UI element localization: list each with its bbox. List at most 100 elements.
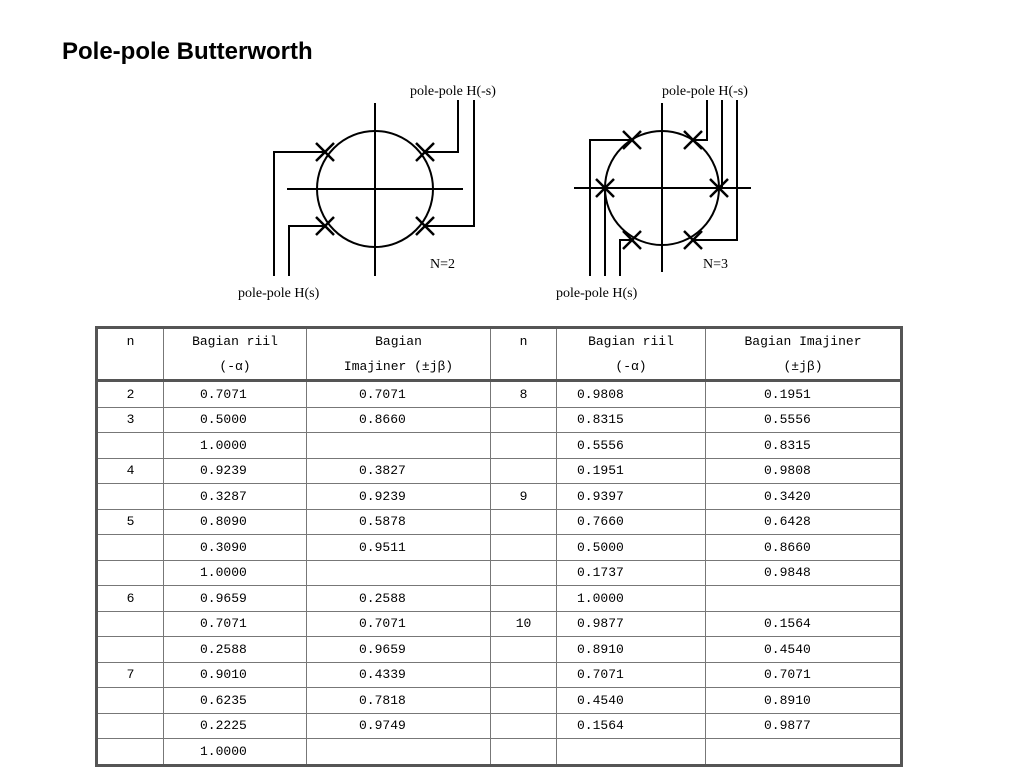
leader-line (719, 100, 723, 189)
cell-real: 0.6235 (163, 687, 307, 714)
cell-real-2: 0.8315 (556, 406, 706, 433)
cell-n-2 (490, 508, 557, 535)
cell-n: 3 (96, 406, 164, 433)
pole-diagram: pole-pole H(-s) pole-pole H(s) N=2 pole-… (238, 84, 751, 301)
cell-n-2: 9 (490, 483, 557, 510)
cell-real: 0.9010 (163, 661, 307, 688)
cell-n (96, 432, 164, 459)
cell-real: 0.5000 (163, 406, 307, 433)
cell-n-2 (490, 559, 557, 586)
cell-real-2: 0.1737 (556, 559, 706, 586)
leader-line (425, 100, 459, 153)
diagram-order-label: N=3 (703, 257, 728, 272)
cell-imaginary-2: 0.1951 (705, 380, 902, 408)
cell-n-2 (490, 636, 557, 663)
table-row: 1.0000 (96, 738, 902, 766)
header-real: Bagian riil(-α) (163, 327, 307, 381)
cell-n-2 (490, 687, 557, 714)
cell-imaginary-2: 0.8660 (705, 534, 902, 561)
cell-n-2 (490, 661, 557, 688)
cell-n (96, 559, 164, 586)
header-imaginary-2: Bagian Imajiner(±jβ) (705, 327, 902, 381)
cell-n-2 (490, 432, 557, 459)
cell-real: 0.7071 (163, 610, 307, 637)
leader-line (693, 100, 708, 141)
cell-real: 1.0000 (163, 432, 307, 459)
page-title: Pole-pole Butterworth (62, 38, 313, 65)
cell-n-2: 8 (490, 380, 557, 408)
cell-n: 6 (96, 585, 164, 612)
cell-n-2 (490, 738, 557, 766)
cell-imaginary-2: 0.8910 (705, 687, 902, 714)
cell-real: 0.8090 (163, 508, 307, 535)
cell-imaginary-2: 0.9848 (705, 559, 902, 586)
cell-imaginary-2 (705, 738, 902, 766)
header-real-2: Bagian riil(-α) (556, 327, 706, 381)
cell-imaginary-2: 0.8315 (705, 432, 902, 459)
cell-imaginary-2: 0.6428 (705, 508, 902, 535)
header-n-2: n (490, 327, 557, 381)
cell-real-2: 1.0000 (556, 585, 706, 612)
cell-imaginary: 0.7818 (306, 687, 491, 714)
cell-imaginary: 0.9749 (306, 712, 491, 739)
cell-imaginary-2 (705, 585, 902, 612)
cell-imaginary-2: 0.7071 (705, 661, 902, 688)
cell-n: 4 (96, 457, 164, 484)
cell-real-2: 0.7660 (556, 508, 706, 535)
cell-n (96, 610, 164, 637)
cell-real-2: 0.4540 (556, 687, 706, 714)
cell-imaginary: 0.8660 (306, 406, 491, 433)
leader-line (589, 139, 632, 276)
cell-real: 0.3287 (163, 483, 307, 510)
cell-real-2: 0.9397 (556, 483, 706, 510)
cell-n-2 (490, 712, 557, 739)
cell-real: 0.3090 (163, 534, 307, 561)
cell-imaginary-2: 0.1564 (705, 610, 902, 637)
leader-line (273, 151, 325, 276)
cell-n: 7 (96, 661, 164, 688)
leader-line (619, 239, 632, 276)
header-n: n (96, 327, 164, 381)
diagram-label-bottom: pole-pole H(s) (556, 286, 638, 301)
leader-line (288, 225, 325, 276)
diagram-label-bottom: pole-pole H(s) (238, 286, 320, 301)
cell-n (96, 738, 164, 766)
cell-n-2 (490, 457, 557, 484)
cell-real: 0.7071 (163, 380, 307, 408)
cell-imaginary: 0.9511 (306, 534, 491, 561)
cell-imaginary: 0.7071 (306, 380, 491, 408)
cell-n (96, 687, 164, 714)
diagram-order-label: N=2 (430, 257, 455, 272)
leader-line (693, 100, 738, 241)
cell-n-2: 10 (490, 610, 557, 637)
cell-imaginary: 0.5878 (306, 508, 491, 535)
cell-imaginary: 0.3827 (306, 457, 491, 484)
cell-real-2: 0.8910 (556, 636, 706, 663)
cell-real-2: 0.9808 (556, 380, 706, 408)
cell-n-2 (490, 534, 557, 561)
cell-real-2: 0.5000 (556, 534, 706, 561)
cell-imaginary: 0.2588 (306, 585, 491, 612)
cell-n (96, 636, 164, 663)
cell-real-2: 0.5556 (556, 432, 706, 459)
cell-imaginary-2: 0.3420 (705, 483, 902, 510)
cell-imaginary: 0.9659 (306, 636, 491, 663)
cell-imaginary-2: 0.4540 (705, 636, 902, 663)
cell-n-2 (490, 406, 557, 433)
pole-diagram-n3: pole-pole H(-s) pole-pole H(s) N=3 (556, 84, 751, 301)
